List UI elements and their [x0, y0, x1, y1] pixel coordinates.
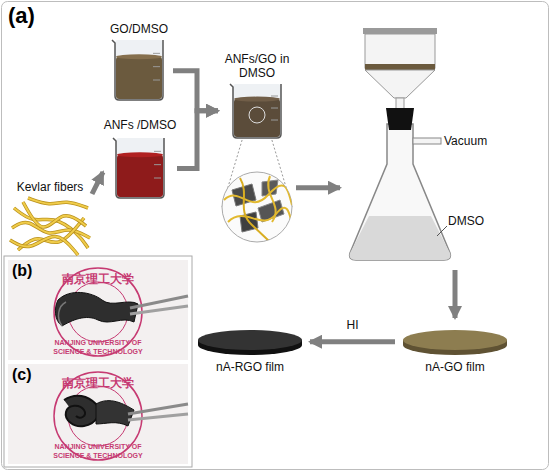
node-shape	[190, 318, 310, 390]
beaker-liquid	[117, 155, 163, 197]
film-disc	[198, 330, 302, 350]
photo-panels	[4, 256, 192, 467]
node-label: GO/DMSO	[105, 22, 173, 36]
beaker-graduation	[154, 151, 161, 152]
beaker-glass	[115, 40, 163, 100]
node-label: DMSO	[448, 214, 492, 228]
node-label: nA-RGO film	[190, 360, 310, 374]
film-disc: nA-RGO film	[190, 318, 310, 390]
kevlar-fiber	[28, 198, 88, 208]
tweezers	[128, 404, 188, 414]
logo-text: 南京理工大学	[48, 376, 148, 390]
node-shape	[198, 330, 302, 355]
panel-label: (a)	[8, 4, 68, 28]
anf-fiber	[268, 176, 275, 222]
side-arm	[413, 138, 441, 144]
beaker-graduation	[153, 80, 160, 81]
node-label: Kevlar fibers	[8, 180, 92, 194]
node-shape	[340, 28, 492, 270]
beaker-liquid	[234, 99, 280, 137]
node-label: Vacuum	[444, 134, 492, 148]
node-shape	[395, 318, 515, 390]
kevlar-fiber-edge	[28, 198, 88, 208]
node-shape	[403, 330, 507, 355]
kevlar-fiber-edge	[10, 236, 78, 255]
beaker: ANFs /DMSO	[103, 114, 177, 202]
process-arrow	[453, 270, 458, 318]
zoom-content	[224, 176, 294, 242]
panel-label: (b)	[12, 262, 52, 280]
beaker-graduation	[271, 120, 278, 121]
beaker-graduation	[271, 96, 278, 97]
film-curl	[59, 302, 66, 326]
node-shape	[113, 138, 164, 198]
panel-label: (c)	[12, 366, 52, 384]
flask-body	[350, 124, 451, 260]
film-sample	[64, 396, 99, 427]
node-shape	[350, 28, 451, 260]
beaker-liquid	[116, 57, 162, 99]
anf-fiber	[240, 178, 270, 242]
node-shape	[10, 198, 90, 255]
funnel-body	[365, 34, 435, 68]
beaker-graduation	[153, 53, 160, 54]
zoom-spot	[249, 107, 265, 123]
photo-frame	[4, 256, 192, 467]
liquid-surface	[117, 152, 163, 157]
film-disc: nA-GO film	[395, 318, 515, 390]
stopper	[386, 108, 414, 130]
beaker-graduation	[271, 108, 278, 109]
leader-line	[437, 226, 447, 236]
photo-c	[8, 364, 188, 464]
tweezers	[130, 306, 188, 314]
beaker-graduation	[154, 164, 161, 165]
photo-b	[8, 260, 188, 360]
filtrate	[350, 216, 451, 260]
process-arrow	[310, 339, 395, 344]
beaker-graduation	[154, 178, 161, 179]
beaker: GO/DMSO	[105, 20, 173, 102]
beaker-glass	[233, 84, 281, 138]
node-shape	[112, 40, 163, 100]
logo-text: NANJING UNIVERSITY OF SCIENCE & TECHNOLO…	[38, 442, 158, 460]
funnel-clamp	[363, 28, 437, 34]
beaker: ANFs/GO in DMSO	[218, 50, 296, 142]
film-disc	[403, 330, 507, 350]
node-label: nA-GO film	[395, 360, 515, 374]
funnel-cone	[365, 70, 435, 98]
process-arrow	[296, 185, 340, 190]
beaker-outline	[112, 40, 163, 100]
beaker-outline	[113, 138, 164, 198]
film-sample	[55, 292, 138, 326]
anf-fiber	[228, 208, 294, 230]
beaker-outline	[230, 84, 281, 138]
fiber-source: Kevlar fibers	[8, 178, 92, 258]
node-shape	[230, 84, 281, 138]
logo-text: 南京理工大学	[48, 272, 148, 286]
edge-label: HI	[333, 318, 373, 332]
kevlar-fiber	[10, 236, 78, 255]
beaker-glass	[116, 138, 164, 198]
process-arrow	[177, 111, 218, 169]
process-arrow	[92, 172, 103, 194]
anf-fiber	[224, 185, 292, 205]
liquid-surface	[234, 97, 280, 102]
filter-membrane	[365, 64, 435, 70]
beaker-graduation	[153, 66, 160, 67]
logo-text: NANJING UNIVERSITY OF SCIENCE & TECHNOLO…	[38, 338, 158, 356]
process-arrow	[173, 71, 218, 111]
node-label: ANFs /DMSO	[103, 118, 177, 132]
node-label: ANFs/GO in DMSO	[222, 52, 292, 80]
tweezers	[128, 414, 188, 420]
filtration-flask: VacuumDMSO	[340, 28, 492, 270]
liquid-surface	[116, 54, 162, 59]
zoom-circle	[222, 172, 292, 242]
